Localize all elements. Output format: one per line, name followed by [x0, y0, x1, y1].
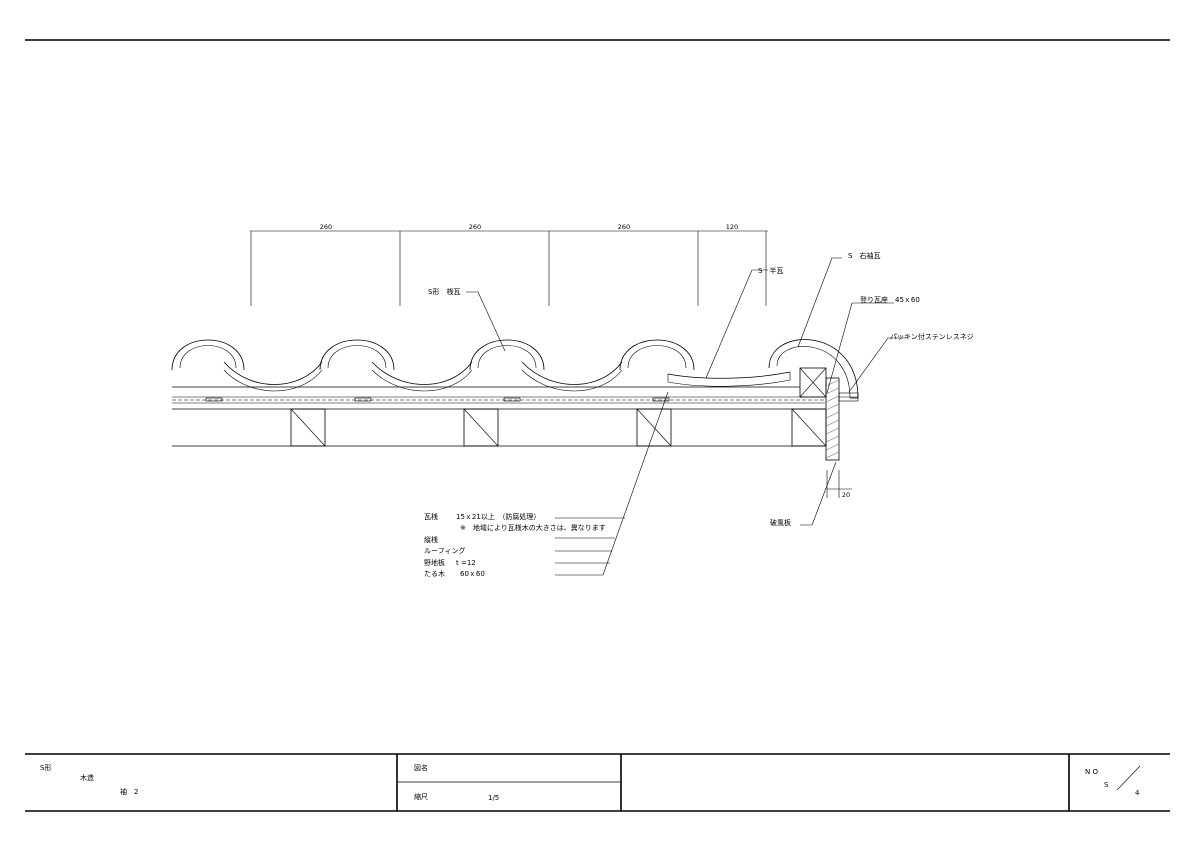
roof-layers — [172, 386, 827, 447]
zumei-label: 図名 — [414, 763, 428, 772]
layer-nojiita-spec: t =12 — [456, 559, 476, 567]
layer-roofing: ルーフィング — [424, 546, 465, 555]
nobori-block — [799, 367, 827, 398]
scale-label: 縮尺 — [414, 792, 428, 801]
layer-kawarasan: 瓦桟 — [424, 512, 438, 521]
callout-hafu: 破風板 — [770, 518, 791, 527]
dimension-lines: 260 260 260 120 20 — [250, 223, 852, 499]
drawing-no-label: N O — [1085, 768, 1098, 776]
dimension-label: 260 — [469, 223, 481, 231]
layer-note: ※ 地域により瓦桟木の大きさは、異なります — [460, 523, 606, 532]
dimension-label: 260 — [320, 223, 332, 231]
leader-lines — [466, 257, 906, 576]
fascia-board — [825, 377, 840, 461]
layer-kawarasan-spec: 15ｘ21以上 （防腐処理） — [456, 512, 540, 521]
drawing-no-number: 4 — [1135, 789, 1140, 797]
titleblock-line2: 木造 — [80, 773, 94, 782]
callout-s-hira: S形 桟瓦 — [428, 287, 460, 296]
callout-s-han: S 半瓦 — [758, 266, 783, 275]
layer-taruki-spec: 60ｘ60 — [460, 570, 485, 578]
scale-value: 1/5 — [488, 794, 499, 802]
roof-section — [171, 339, 859, 461]
dimension-label: 20 — [842, 491, 850, 499]
dimension-label: 260 — [618, 223, 630, 231]
drawing-no-series: S — [1104, 781, 1109, 789]
titleblock-line3: 袖 2 — [120, 787, 138, 796]
dimension-label: 120 — [726, 223, 738, 231]
callout-nobori: 登り瓦座 45ｘ60 — [860, 295, 920, 304]
layer-taruki: たる木 — [424, 569, 445, 578]
callout-s-sode: S 右袖瓦 — [848, 251, 880, 260]
title-block — [25, 753, 1170, 812]
callout-packing: パッキン付ステンレスネジ — [890, 332, 974, 341]
tile-row — [171, 339, 859, 399]
titleblock-line1: S形 — [40, 764, 51, 772]
layer-tatesan: 縦桟 — [424, 535, 438, 544]
stainless-screw — [838, 392, 859, 402]
layer-nojiita: 野地板 — [424, 558, 445, 567]
